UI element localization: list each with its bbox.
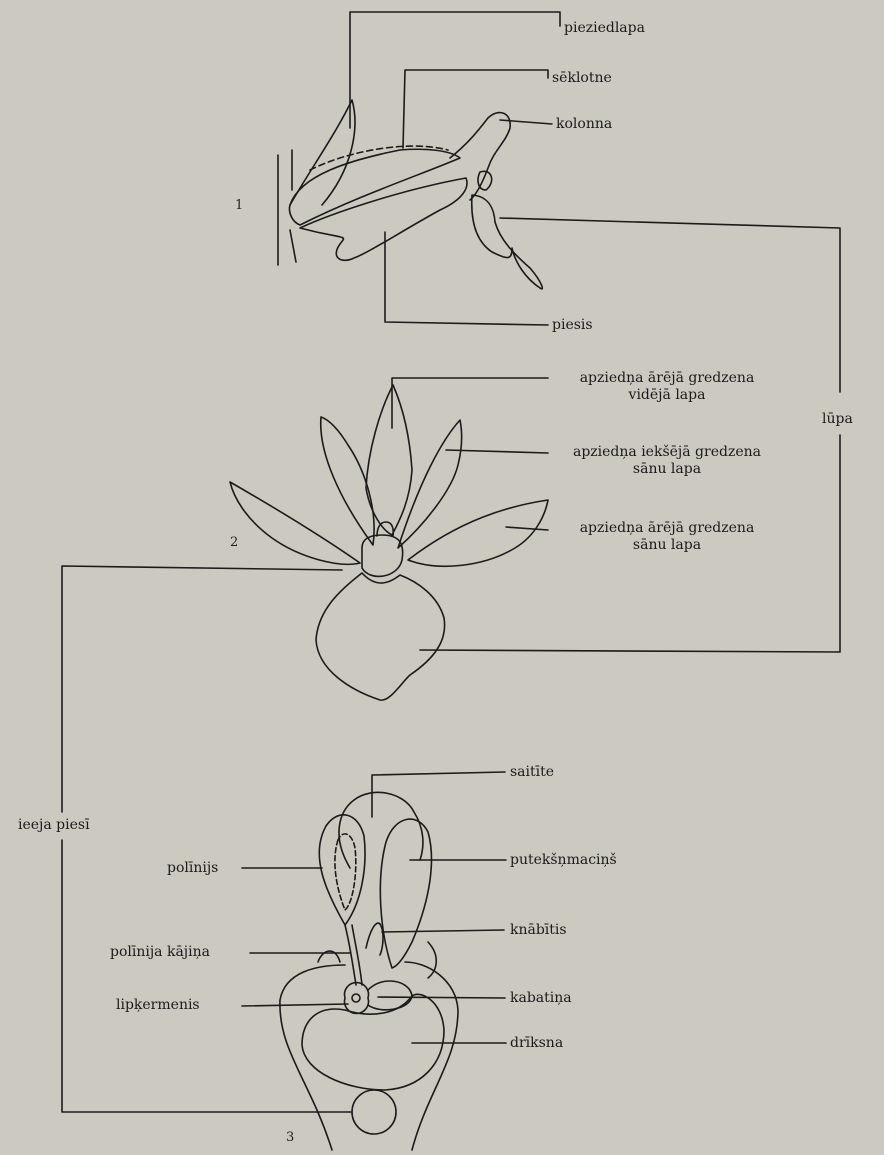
left-petal	[321, 417, 374, 545]
column-front	[362, 535, 403, 576]
bursicle	[368, 981, 412, 1010]
label-outer-whorl-lateral-sepal: apziedņa ārējā gredzena sānu lapa	[552, 520, 782, 554]
label-saitite: saitīte	[510, 764, 554, 781]
viscidium-ring	[345, 983, 369, 1014]
label-inner-whorl-lateral-petal: apziedņa iekšējā gredzena sānu lapa	[552, 444, 782, 478]
label-polinija-kajina: polīnija kājiņa	[110, 944, 210, 961]
spur-entrance	[352, 1090, 396, 1134]
stem-line-right	[290, 150, 296, 262]
right-sepal	[408, 500, 548, 566]
pollinium-stalk	[345, 925, 362, 985]
anther-cap	[339, 792, 423, 868]
figure-3-leaders	[62, 772, 506, 1112]
label-lipkermenis: lipķermenis	[116, 997, 200, 1014]
label-ieeja-piesi: ieeja piesī	[18, 817, 90, 834]
label-puteksnmacins: putekšņmaciņš	[510, 852, 617, 869]
pollinium	[335, 834, 356, 910]
label-polinijs: polīnijs	[167, 860, 218, 877]
label-knabitis: knābītis	[510, 922, 567, 939]
outer-column	[280, 962, 458, 1150]
viscidium-dot	[352, 994, 360, 1002]
figure-number-2: 2	[230, 535, 238, 550]
lip-side	[472, 195, 543, 289]
figure-3-column-detail	[280, 792, 458, 1150]
label-kolonna: kolonna	[556, 116, 612, 133]
label-piesis: piesis	[552, 317, 593, 334]
left-sepal	[230, 482, 360, 564]
figure-2-front-view	[230, 385, 548, 700]
figure-number-1: 1	[235, 198, 243, 213]
label-kabatina: kabatiņa	[510, 990, 572, 1007]
figure-1-leaders	[350, 12, 840, 392]
lip-front	[316, 573, 445, 700]
rostellum	[366, 923, 383, 955]
stigma	[302, 994, 444, 1090]
figure-1-side-view	[278, 100, 542, 289]
label-pieziedlapa: pieziedlapa	[564, 20, 645, 37]
figure-number-3: 3	[286, 1130, 294, 1145]
label-outer-whorl-median-sepal: apziedņa ārējā gredzena vidējā lapa	[552, 370, 782, 404]
label-lupa: lūpa	[822, 411, 853, 428]
anther-right	[380, 819, 431, 968]
anther-left	[319, 815, 365, 925]
label-driksna: drīksna	[510, 1035, 563, 1052]
right-lobe	[428, 942, 436, 978]
spur	[300, 178, 467, 260]
label-seklotne: sēklotne	[552, 70, 612, 87]
right-petal	[398, 420, 462, 548]
